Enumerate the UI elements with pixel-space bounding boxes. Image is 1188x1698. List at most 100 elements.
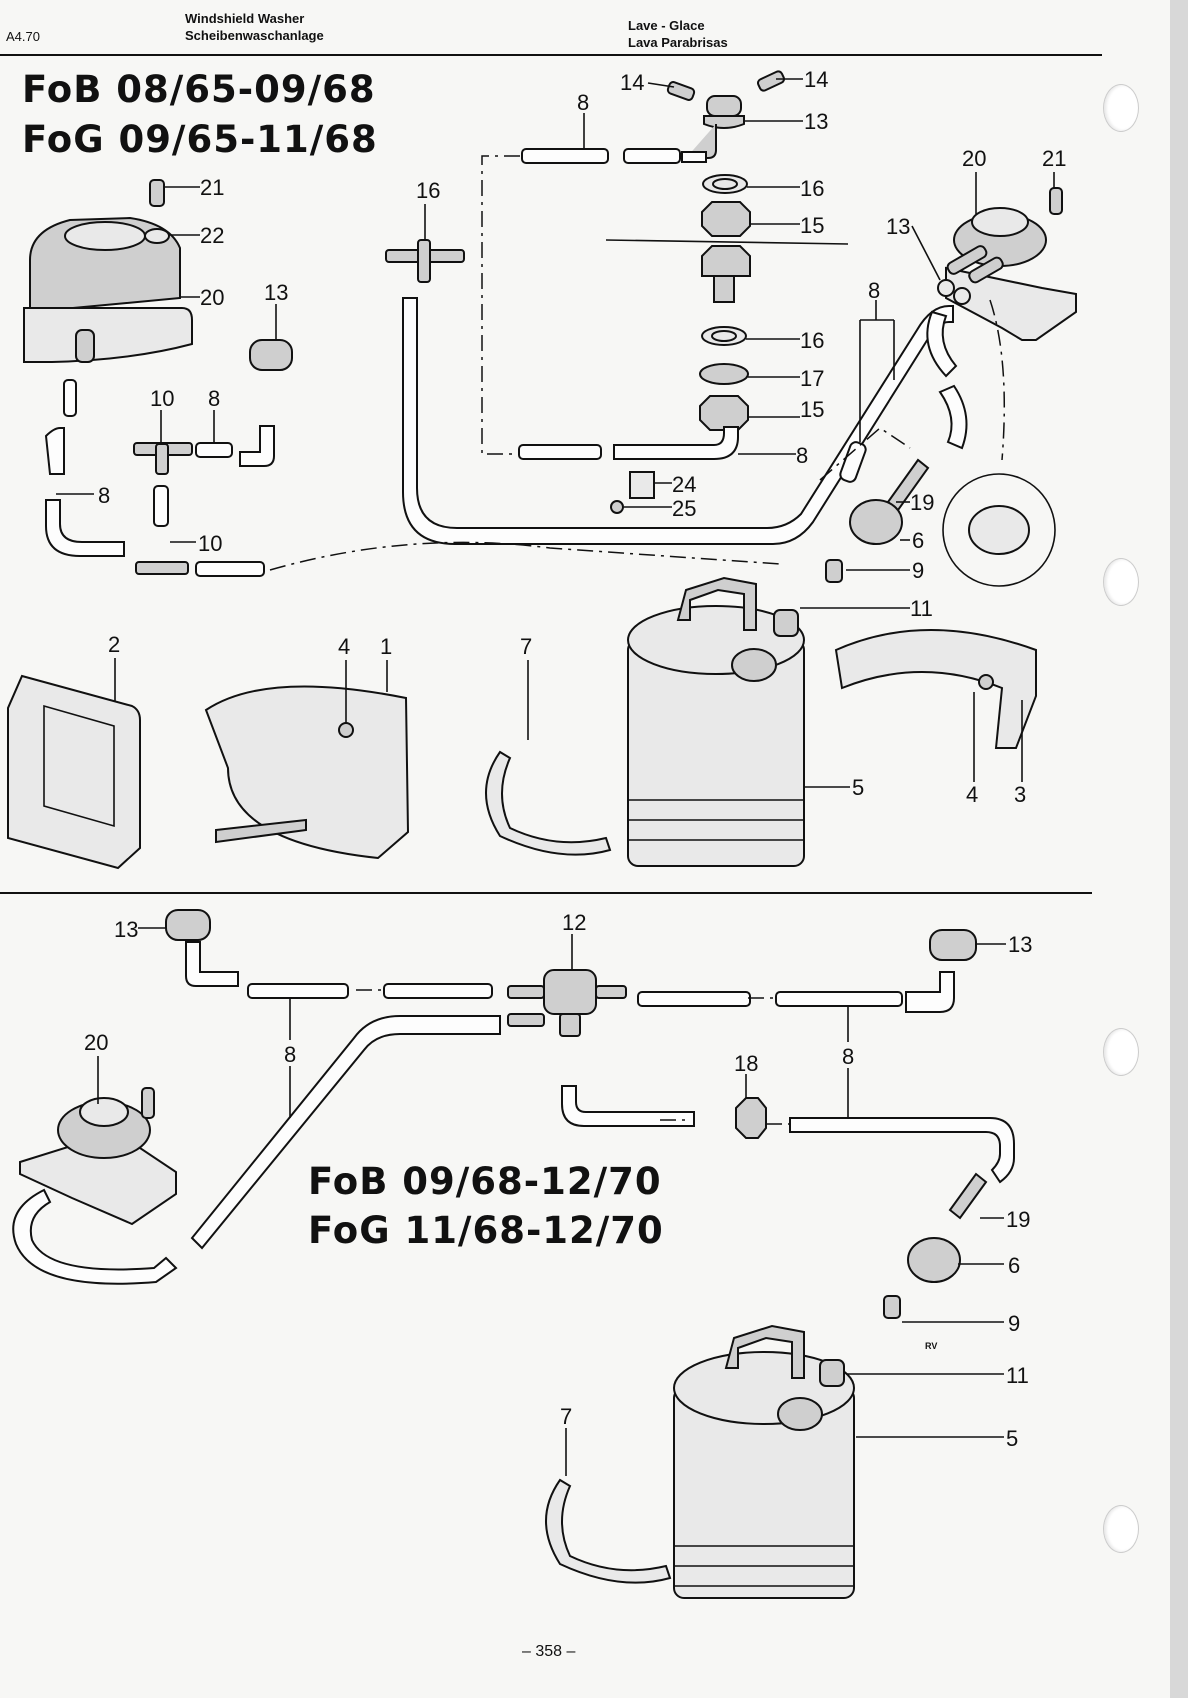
- callout: 11: [1006, 1363, 1029, 1388]
- callout: 20: [84, 1030, 108, 1055]
- screw-21: [1049, 187, 1063, 215]
- hose-clip: [629, 471, 655, 499]
- callout: 9: [1008, 1311, 1020, 1336]
- title-spanish: Lava Parabrisas: [628, 35, 728, 50]
- nozzle-stem: [713, 275, 735, 303]
- assembly-line: [269, 541, 781, 571]
- title-block-de: Windshield Washer Scheibenwaschanlage: [185, 10, 324, 44]
- hood-line: [605, 239, 849, 245]
- callout: 9: [912, 558, 924, 583]
- screw-4: [978, 674, 994, 690]
- callout: 6: [912, 528, 924, 553]
- callout: 10: [198, 531, 222, 556]
- long-hose: [402, 297, 954, 545]
- callout: 1: [380, 634, 392, 659]
- callout: 3: [1014, 782, 1026, 807]
- callout: 20: [962, 146, 986, 171]
- reservoir-handle: [724, 1324, 805, 1379]
- header-rule: [0, 54, 1102, 56]
- callout: 8: [868, 278, 880, 303]
- callout: 6: [1008, 1253, 1020, 1278]
- callout: 14: [804, 67, 828, 92]
- hose-bend: [789, 1117, 1015, 1184]
- hex-nut: [701, 201, 751, 237]
- callout: 8: [842, 1044, 854, 1069]
- tee-12-outlet: [595, 985, 627, 999]
- pump-top-left: [23, 179, 193, 363]
- leader: [647, 82, 675, 88]
- reservoir-opening: [731, 648, 777, 682]
- callouts-bottom: 13 12 13 20 8 8 18 19 6 9 11 5 7: [84, 910, 1032, 1451]
- top-model-range-2: FoG 09/65-11/68: [22, 118, 378, 161]
- elbow-hose: [239, 425, 275, 467]
- hose-section: [44, 427, 65, 475]
- callout: 25: [672, 496, 696, 521]
- tee-10-stem: [155, 443, 169, 475]
- tee-12: [507, 969, 627, 1037]
- tee-connector: [385, 239, 465, 283]
- tee-12-inlet: [507, 1013, 545, 1027]
- hose-curve: [938, 384, 968, 450]
- hose-stub: [153, 485, 169, 527]
- nozzle-elbow: [905, 971, 955, 1013]
- pump-nozzle: [75, 329, 95, 363]
- top-model-range-1: FoB 08/65-09/68: [22, 68, 376, 111]
- callout: 14: [620, 70, 644, 95]
- callouts-top: 14 14 13 8 16 16 15 15 16 17 8 24 25 20 …: [98, 67, 1066, 807]
- assembly-line: [819, 427, 911, 481]
- binder-hole: [1103, 84, 1139, 132]
- filler-cap-6: [907, 1237, 961, 1283]
- callout: 17: [800, 366, 824, 391]
- callout: 12: [562, 910, 586, 935]
- callout: 21: [200, 175, 224, 200]
- pump-bracket: [945, 266, 1077, 341]
- hose-stub: [63, 379, 77, 417]
- hose-section: [839, 441, 867, 483]
- reservoir-bottom: [673, 1237, 961, 1599]
- pump-cap: [971, 207, 1029, 237]
- hose-curve: [926, 310, 958, 378]
- page-number: – 358 –: [522, 1643, 576, 1660]
- screw-4: [338, 722, 354, 738]
- nozzle-13: [249, 339, 293, 371]
- connector-9: [883, 1295, 901, 1319]
- assembly-line: [356, 989, 790, 1125]
- hose-section: [383, 983, 493, 999]
- callout: 13: [804, 109, 828, 134]
- pump-base: [23, 307, 193, 363]
- reservoir-handle: [676, 576, 757, 631]
- callout: 8: [284, 1042, 296, 1067]
- callout: 15: [800, 397, 824, 422]
- hose-section: [637, 991, 751, 1007]
- nozzle-body: [701, 245, 751, 277]
- tee-12-inlet: [507, 985, 545, 999]
- callout: 8: [208, 386, 220, 411]
- outlet-ring: [953, 287, 971, 305]
- callout: 19: [910, 490, 934, 515]
- callout: 19: [1006, 1207, 1030, 1232]
- pump-screw: [141, 1087, 155, 1119]
- callout: 16: [416, 178, 440, 203]
- clip-screw: [610, 500, 624, 514]
- title-block-fr: Lave - Glace Lava Parabrisas: [628, 17, 728, 51]
- nozzle-elbow: [686, 124, 717, 159]
- hose-elbow: [613, 426, 739, 460]
- nozzle-cap: [706, 95, 742, 117]
- pump-outlet: [968, 256, 1004, 284]
- callout: 7: [520, 634, 532, 659]
- spray-trail: [989, 299, 1006, 461]
- connector-19: [948, 1172, 988, 1220]
- hose-section: [518, 444, 602, 460]
- bottom-model-range-2: FoG 11/68-12/70: [308, 1209, 664, 1252]
- callout: 11: [910, 596, 933, 621]
- tee-12-stem: [559, 1013, 581, 1037]
- hose-section: [623, 148, 681, 164]
- callout: 20: [200, 285, 224, 310]
- pump-bottom-left: [19, 1087, 177, 1226]
- hose-section: [775, 991, 903, 1007]
- callout: 16: [800, 176, 824, 201]
- clamp-band-7: [485, 750, 612, 856]
- hose-section: [247, 983, 349, 999]
- inset-circle: [942, 473, 1056, 587]
- gasket: [699, 363, 749, 385]
